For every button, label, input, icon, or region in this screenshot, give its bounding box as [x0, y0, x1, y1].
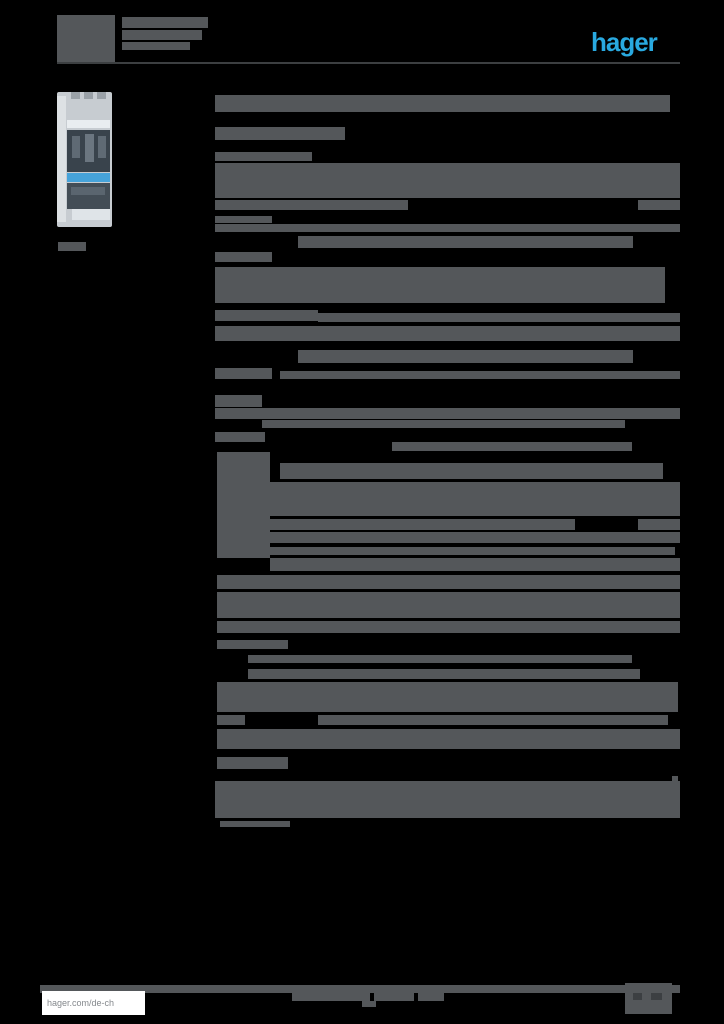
redacted-text-line: [215, 216, 272, 223]
redacted-text-line: [217, 592, 680, 618]
fuse-window-upper: [67, 130, 110, 172]
redacted-text-line: [638, 519, 680, 530]
redacted-text-line: [217, 729, 680, 749]
redacted-text-line: [318, 715, 668, 725]
redacted-text-line: [215, 368, 272, 379]
redacted-text-line: [318, 313, 680, 322]
website-link[interactable]: hager.com/de-ch: [42, 991, 145, 1015]
header-divider: [57, 62, 680, 64]
redacted-text-line: [298, 350, 633, 363]
redacted-text-line: [217, 452, 270, 558]
redacted-text-line: [215, 310, 318, 321]
redacted-text-line: [215, 395, 262, 407]
redacted-text-line: [270, 532, 680, 543]
redacted-text-line: [217, 682, 678, 712]
redacted-text-line: [262, 420, 625, 428]
redacted-text-line: [672, 776, 678, 781]
footer-text-block: [362, 1001, 376, 1007]
photo-name-plate: [72, 209, 110, 220]
redacted-text-line: [270, 558, 680, 571]
footer-text-block: [374, 991, 414, 1001]
footer-text-block: [292, 991, 370, 1001]
product-photo: [57, 92, 112, 227]
terminal-tab: [97, 92, 106, 99]
redacted-text-line: [270, 547, 675, 555]
redacted-text-line: [280, 463, 663, 479]
footer-bar: [40, 985, 680, 993]
redacted-text-line: [392, 442, 632, 451]
redacted-text-line: [217, 757, 288, 769]
photo-label-strip: [67, 120, 110, 128]
redacted-text-line: [215, 163, 680, 198]
product-title-line: [122, 17, 208, 28]
redacted-text-line: [248, 669, 640, 679]
footer-text-block: [418, 991, 444, 1001]
redacted-text-line: [215, 408, 680, 419]
redacted-text-line: [217, 575, 680, 589]
redacted-text-line: [215, 152, 312, 161]
redacted-text-line: [215, 326, 680, 341]
hager-logo: hager: [591, 27, 658, 57]
redacted-text-line: [270, 482, 680, 516]
fuse-window-lower: [67, 183, 110, 209]
product-subtitle-line: [122, 42, 190, 50]
redacted-text-line: [248, 655, 632, 663]
redacted-text-line: [215, 127, 345, 140]
redacted-text-line: [220, 821, 290, 827]
redacted-text-line: [280, 371, 680, 379]
photo-caption: [58, 242, 86, 251]
redacted-text-line: [217, 640, 288, 649]
redacted-text-line: [255, 519, 575, 530]
blue-stripe: [67, 173, 110, 182]
redacted-text-line: [298, 236, 633, 248]
product-title-line: [122, 30, 202, 40]
redacted-text-line: [215, 781, 680, 818]
redacted-text-line: [215, 224, 680, 232]
product-ref-block: [57, 15, 115, 64]
redacted-text-line: [215, 200, 408, 210]
redacted-text-line: [215, 252, 272, 262]
redacted-text-line: [638, 200, 680, 210]
redacted-text-line: [215, 267, 665, 303]
redacted-text-line: [215, 432, 265, 442]
redacted-text-line: [217, 715, 245, 725]
photo-side-strip: [57, 96, 66, 222]
redacted-text-line: [215, 95, 670, 112]
terminal-tab: [71, 92, 80, 99]
page-indicator: [625, 983, 672, 1014]
terminal-tab: [84, 92, 93, 99]
redacted-text-line: [217, 621, 680, 633]
